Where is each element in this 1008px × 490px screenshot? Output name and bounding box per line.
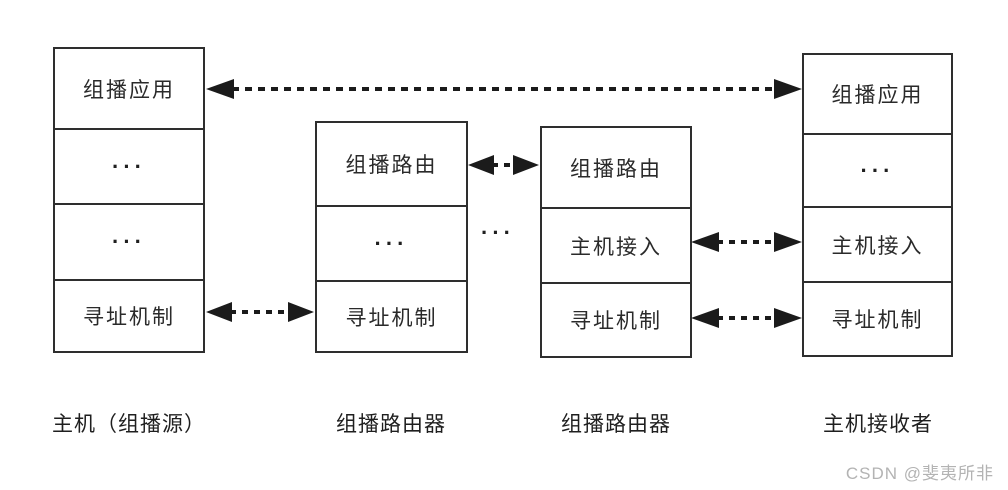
arrow-addressing-router-receiver [691, 308, 802, 328]
layer-ellipsis: ··· [55, 128, 203, 203]
csdn-watermark: CSDN @斐夷所非 [845, 464, 994, 483]
label-router-1: 组播路由器 [336, 413, 446, 436]
layer-multicast-routing: 组播路由 [345, 154, 438, 177]
layer-multicast-app: 组播应用 [83, 78, 175, 102]
layer-multicast-app: 组播应用 [831, 84, 924, 107]
layer-host-access: 主机接入 [542, 207, 690, 282]
layer-addressing: 寻址机制 [804, 281, 951, 355]
arrow-addressing-host-router [206, 302, 314, 322]
arrow-multicast-routing-router-router [468, 155, 539, 175]
layer-addressing: 寻址机制 [317, 280, 466, 351]
layer-ellipsis: ··· [55, 203, 203, 279]
inter-router-ellipsis: ··· [481, 220, 515, 245]
layer-ellipsis: ··· [804, 133, 951, 206]
layer-host-access: 主机接入 [804, 206, 951, 281]
layer-ellipsis: ··· [317, 205, 466, 280]
stack-router-1: 组播路由 ··· 寻址机制 [315, 121, 468, 353]
arrow-host-access-router-receiver [691, 232, 802, 252]
stack-host-receiver: 组播应用 ··· 主机接入 寻址机制 [802, 53, 953, 357]
label-host-source: 主机（组播源） [52, 413, 206, 436]
layer-multicast-routing: 组播路由 [570, 157, 662, 181]
stack-router-2: 组播路由 主机接入 寻址机制 [540, 126, 692, 358]
label-host-receiver: 主机接收者 [823, 413, 933, 436]
layer-addressing: 寻址机制 [55, 279, 203, 351]
arrow-multicast-app-end-to-end [206, 79, 802, 99]
label-router-2: 组播路由器 [561, 413, 671, 436]
stack-host-source: 组播应用 ··· ··· 寻址机制 [53, 47, 205, 353]
layer-addressing: 寻址机制 [542, 282, 690, 356]
